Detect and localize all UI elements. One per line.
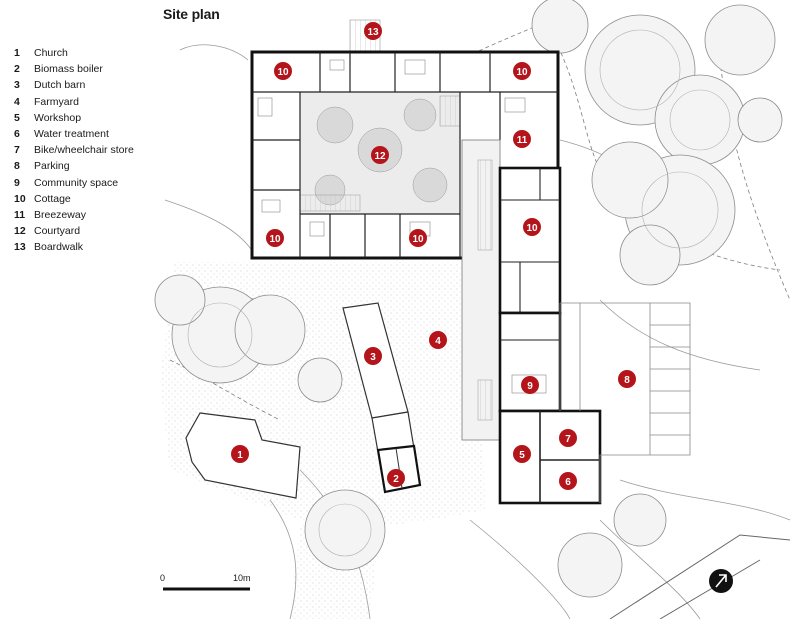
legend-label: Church bbox=[34, 47, 68, 59]
legend: 1 Church 2 Biomass boiler 3 Dutch barn 4 Far… bbox=[14, 45, 134, 255]
marker-7: 7 bbox=[559, 429, 577, 447]
legend-label: Water treatment bbox=[34, 127, 109, 140]
legend-item: 5 Workshop bbox=[14, 110, 134, 126]
legend-item: 11 Breezeway bbox=[14, 207, 134, 223]
plan-title: Site plan bbox=[163, 6, 220, 22]
legend-number: 8 bbox=[14, 160, 20, 173]
svg-text:10: 10 bbox=[412, 234, 424, 245]
svg-text:10: 10 bbox=[526, 223, 538, 234]
tree-texture bbox=[187, 29, 731, 557]
legend-number: 2 bbox=[14, 63, 20, 76]
legend-number: 5 bbox=[14, 111, 20, 124]
marker-10: 10 bbox=[266, 229, 284, 247]
legend-number: 13 bbox=[14, 241, 26, 254]
marker-9: 9 bbox=[521, 376, 539, 394]
svg-text:1: 1 bbox=[237, 450, 243, 461]
legend-label: Community space bbox=[34, 176, 119, 189]
parking-bays bbox=[559, 302, 691, 503]
interior-walls bbox=[252, 52, 558, 258]
cottage-wing bbox=[498, 166, 562, 315]
legend-item: 12 Courtyard bbox=[14, 223, 134, 239]
road-lines bbox=[609, 534, 791, 619]
svg-text:11: 11 bbox=[517, 135, 528, 146]
legend-number: 7 bbox=[14, 144, 20, 157]
breezeway-deck bbox=[477, 379, 493, 421]
legend-label: Boardwalk bbox=[34, 241, 84, 254]
interior-walls bbox=[500, 168, 560, 313]
legend-item: 7 Bike/wheelchair store bbox=[14, 142, 134, 158]
marker-6: 6 bbox=[559, 472, 577, 490]
legend-label: Dutch barn bbox=[34, 79, 86, 92]
legend-number: 10 bbox=[14, 192, 26, 205]
legend-number: 1 bbox=[14, 47, 20, 59]
legend-label: Courtyard bbox=[34, 225, 81, 238]
svg-text:4: 4 bbox=[435, 336, 441, 347]
legend-label: Workshop bbox=[34, 111, 82, 124]
legend-item: 3 Dutch barn bbox=[14, 77, 134, 93]
marker-11: 11 bbox=[513, 130, 531, 148]
svg-text:8: 8 bbox=[624, 375, 630, 386]
north-arrow-icon bbox=[709, 569, 733, 593]
svg-text:9: 9 bbox=[527, 381, 533, 392]
marker-10: 10 bbox=[274, 62, 292, 80]
legend-number: 6 bbox=[14, 127, 20, 140]
scale-end-label: 10m bbox=[233, 573, 251, 583]
fixtures bbox=[257, 59, 526, 237]
trees bbox=[154, 0, 783, 598]
legend-number: 12 bbox=[14, 225, 26, 238]
svg-text:3: 3 bbox=[370, 352, 376, 363]
breezeway-deck bbox=[477, 159, 493, 251]
legend-item: 8 Parking bbox=[14, 158, 134, 174]
svg-text:13: 13 bbox=[367, 27, 379, 38]
legend-item: 9 Community space bbox=[14, 175, 134, 191]
marker-13: 13 bbox=[364, 22, 382, 40]
marker-10: 10 bbox=[523, 218, 541, 236]
marker-5: 5 bbox=[513, 445, 531, 463]
legend-item: 1 Church bbox=[14, 45, 134, 61]
svg-text:12: 12 bbox=[374, 151, 386, 162]
legend-number: 9 bbox=[14, 176, 20, 189]
legend-label: Bike/wheelchair store bbox=[34, 144, 134, 157]
community-space bbox=[498, 311, 562, 413]
legend-label: Breezeway bbox=[34, 208, 86, 221]
legend-item: 2 Biomass boiler bbox=[14, 61, 134, 77]
legend-number: 4 bbox=[14, 95, 20, 108]
marker-10: 10 bbox=[513, 62, 531, 80]
legend-item: 10 Cottage bbox=[14, 191, 134, 207]
marker-3: 3 bbox=[364, 347, 382, 365]
legend-item: 6 Water treatment bbox=[14, 126, 134, 142]
svg-text:6: 6 bbox=[565, 477, 571, 488]
svg-text:2: 2 bbox=[393, 474, 399, 485]
marker-10: 10 bbox=[409, 229, 427, 247]
legend-item: 4 Farmyard bbox=[14, 94, 134, 110]
scale-start-label: 0 bbox=[160, 573, 166, 583]
legend-item: 13 Boardwalk bbox=[14, 239, 134, 255]
legend-label: Farmyard bbox=[34, 95, 79, 108]
marker-1: 1 bbox=[231, 445, 249, 463]
legend-label: Parking bbox=[34, 160, 70, 173]
marker-8: 8 bbox=[618, 370, 636, 388]
svg-text:7: 7 bbox=[565, 434, 571, 445]
svg-text:10: 10 bbox=[516, 67, 528, 78]
room-markers: 13 10 10 11 12 10 10 10 4 3 8 9 1 7 5 6 … bbox=[231, 22, 636, 490]
svg-text:5: 5 bbox=[519, 450, 525, 461]
marker-4: 4 bbox=[429, 331, 447, 349]
legend-number: 11 bbox=[14, 208, 26, 221]
legend-number: 3 bbox=[14, 79, 20, 92]
legend-label: Cottage bbox=[34, 192, 71, 205]
svg-text:10: 10 bbox=[277, 67, 289, 78]
deck-strip bbox=[299, 194, 361, 212]
marker-12: 12 bbox=[371, 146, 389, 164]
svg-text:10: 10 bbox=[269, 234, 281, 245]
deck-strip bbox=[439, 95, 461, 127]
marker-2: 2 bbox=[387, 469, 405, 487]
legend-label: Biomass boiler bbox=[34, 63, 103, 76]
